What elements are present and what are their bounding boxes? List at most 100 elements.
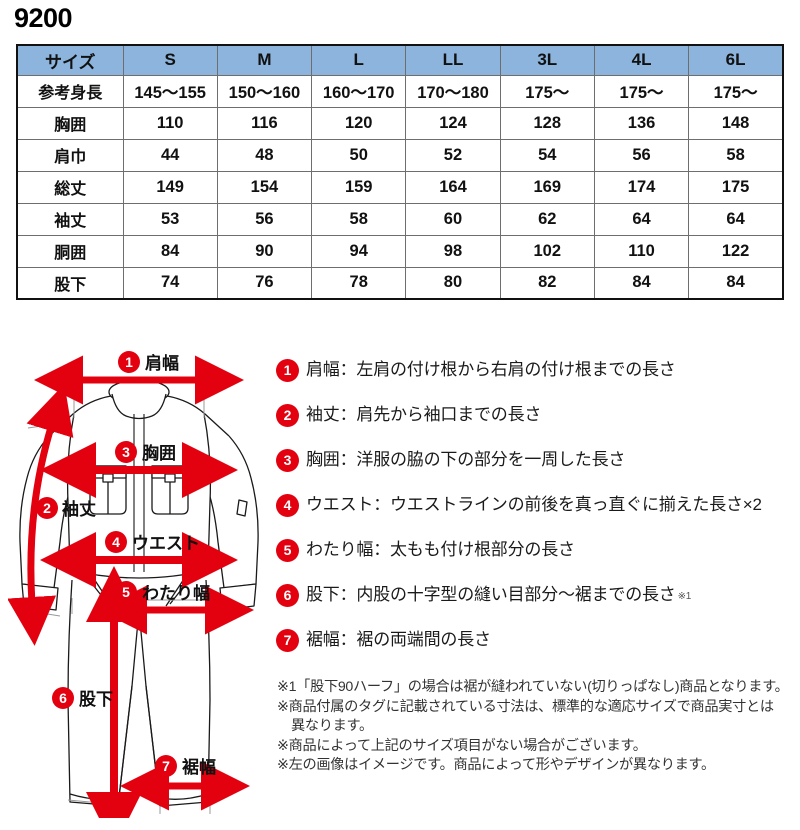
garment-measurement-diagram: 1 肩幅 2 袖丈 3 胸囲 4 ウエスト 5 わたり幅: [8, 348, 270, 818]
legend-label-2: 袖丈：肩先から袖口までの長さ: [306, 405, 542, 424]
legend-label-1: 肩幅：左肩の付け根から右肩の付け根までの長さ: [306, 360, 676, 379]
table-cell: 170〜180: [405, 74, 501, 108]
table-row: 股下 74 76 78 80 82 84 84: [16, 266, 784, 300]
table-cell: 84: [122, 234, 218, 268]
table-header-cell: M: [216, 44, 313, 76]
row-label: 総丈: [16, 170, 124, 204]
table-cell: 62: [499, 202, 595, 236]
measurement-legend: 1 肩幅：左肩の付け根から右肩の付け根までの長さ 2 袖丈：肩先から袖口までの長…: [276, 358, 792, 673]
table-header-cell: 6L: [688, 44, 784, 76]
legend-label-3: 胸囲：洋服の脇の下の部分を一周した長さ: [306, 450, 626, 469]
table-cell: 80: [405, 266, 501, 300]
sleeve-length-arrow: [8, 383, 74, 646]
row-label: 胴囲: [16, 234, 124, 268]
legend-badge-5: 5: [276, 539, 299, 562]
table-row: 肩巾 44 48 50 52 54 56 58: [16, 138, 784, 172]
footnote-3: ※商品によって上記のサイズ項目がない場合がございます。: [277, 737, 647, 754]
table-cell: 64: [593, 202, 690, 236]
table-cell: 94: [311, 234, 407, 268]
table-cell: 160〜170: [311, 74, 407, 108]
table-cell: 116: [216, 106, 313, 140]
table-cell: 122: [688, 234, 784, 268]
table-cell: 84: [688, 266, 784, 300]
table-cell: 120: [311, 106, 407, 140]
callout-number: 7: [162, 758, 170, 774]
table-row: 参考身長 145〜155 150〜160 160〜170 170〜180 175…: [16, 74, 784, 108]
table-header-cell: 4L: [593, 44, 690, 76]
table-cell: 52: [405, 138, 501, 172]
table-cell: 175〜: [499, 74, 595, 108]
size-table-body: 参考身長 145〜155 150〜160 160〜170 170〜180 175…: [16, 74, 784, 300]
table-header-row: サイズ S M L LL 3L 4L 6L: [16, 44, 784, 76]
callout-label: 股下: [79, 690, 113, 709]
row-label: 胸囲: [16, 106, 124, 140]
table-header-cell: S: [122, 44, 218, 76]
table-cell: 74: [122, 266, 218, 300]
callout-number: 6: [59, 690, 67, 706]
diagram-callout-3: 3 胸囲: [115, 441, 176, 463]
size-table-head: サイズ S M L LL 3L 4L 6L: [16, 44, 784, 76]
legend-badge-3: 3: [276, 449, 299, 472]
legend-item-2: 2 袖丈：肩先から袖口までの長さ: [276, 403, 792, 448]
legend-item-6: 6 股下：内股の十字型の縫い目部分〜裾までの長さ※1: [276, 583, 792, 628]
legend-label-6: 股下：内股の十字型の縫い目部分〜裾までの長さ※1: [306, 583, 691, 609]
legend-label-6-text: 股下：内股の十字型の縫い目部分〜裾までの長さ: [306, 585, 676, 604]
callout-number: 2: [43, 500, 51, 516]
table-cell: 56: [216, 202, 313, 236]
table-cell: 82: [499, 266, 595, 300]
callout-label: 肩幅: [145, 353, 179, 373]
table-row: 胸囲 110 116 120 124 128 136 148: [16, 106, 784, 140]
table-cell: 159: [311, 170, 407, 204]
table-cell: 148: [688, 106, 784, 140]
footnote-2: ※商品付属のタグに記載されている寸法は、標準的な適応サイズで商品実寸とは: [277, 698, 774, 715]
legend-badge-2: 2: [276, 404, 299, 427]
footnote-4: ※左の画像はイメージです。商品によって形やデザインが異なります。: [277, 757, 715, 773]
table-row: 袖丈 53 56 58 60 62 64 64: [16, 202, 784, 236]
diagram-callout-7: 7 裾幅: [155, 755, 216, 777]
table-row: 胴囲 84 90 94 98 102 110 122: [16, 234, 784, 268]
table-row: 総丈 149 154 159 164 169 174 175: [16, 170, 784, 204]
footnotes: ※1「股下90ハーフ」の場合は裾が縫われていない(切りっぱなし)商品となります。…: [277, 678, 793, 776]
diagram-callout-2: 2 袖丈: [36, 497, 96, 519]
table-cell: 76: [216, 266, 313, 300]
legend-item-7: 7 裾幅：裾の両端間の長さ: [276, 628, 792, 673]
callout-label: わたり幅: [142, 583, 210, 603]
table-cell: 98: [405, 234, 501, 268]
row-label: 袖丈: [16, 202, 124, 236]
table-cell: 136: [593, 106, 690, 140]
callout-label: 胸囲: [142, 443, 176, 463]
table-cell: 175〜: [593, 74, 690, 108]
table-cell: 145〜155: [122, 74, 218, 108]
table-cell: 128: [499, 106, 595, 140]
legend-badge-6: 6: [276, 584, 299, 607]
callout-label: 裾幅: [182, 757, 216, 777]
legend-badge-1: 1: [276, 359, 299, 382]
legend-badge-7: 7: [276, 629, 299, 652]
table-cell: 53: [122, 202, 218, 236]
row-label: 参考身長: [16, 74, 124, 108]
table-cell: 169: [499, 170, 595, 204]
row-label: 股下: [16, 266, 124, 300]
table-cell: 44: [122, 138, 218, 172]
page-title: 9200: [14, 3, 73, 33]
legend-item-5: 5 わたり幅：太もも付け根部分の長さ: [276, 538, 792, 583]
diagram-callout-5: 5 わたり幅: [115, 581, 210, 603]
legend-label-5: わたり幅：太もも付け根部分の長さ: [306, 540, 575, 559]
size-table: サイズ S M L LL 3L 4L 6L 参考身長 145〜155 150〜1…: [16, 44, 784, 300]
callout-label: 袖丈: [62, 499, 96, 519]
callout-number: 3: [122, 444, 130, 460]
table-cell: 48: [216, 138, 313, 172]
legend-item-3: 3 胸囲：洋服の脇の下の部分を一周した長さ: [276, 448, 792, 493]
callout-number: 1: [125, 354, 133, 370]
footnote-1: ※1「股下90ハーフ」の場合は裾が縫われていない(切りっぱなし)商品となります。: [277, 679, 789, 695]
callout-number: 4: [112, 534, 120, 550]
table-cell: 149: [122, 170, 218, 204]
table-cell: 174: [593, 170, 690, 204]
callout-label: ウエスト: [132, 534, 200, 553]
legend-label-4: ウエスト：ウエストラインの前後を真っ直ぐに揃えた長さ×2: [306, 495, 762, 514]
legend-badge-4: 4: [276, 494, 299, 517]
table-cell: 102: [499, 234, 595, 268]
table-cell: 78: [311, 266, 407, 300]
table-cell: 124: [405, 106, 501, 140]
table-header-cell: サイズ: [16, 44, 124, 76]
